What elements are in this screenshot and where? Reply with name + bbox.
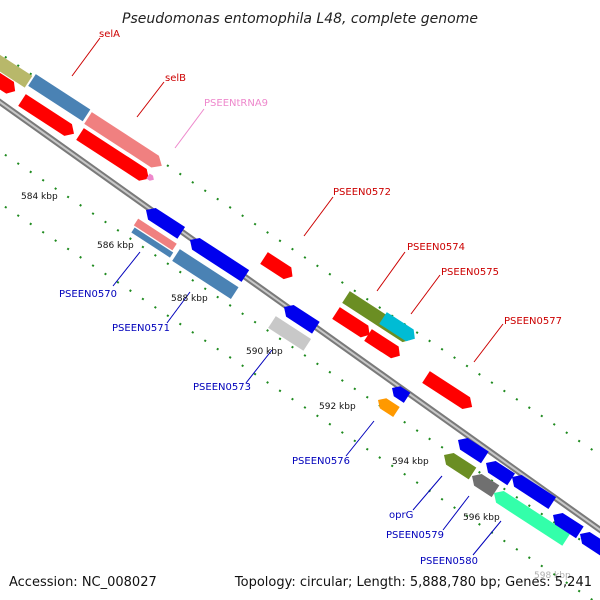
leader-PSEEN0571 — [166, 291, 191, 324]
tick-label-588: 588 kbp — [171, 294, 208, 304]
leader-PSEEN0570 — [112, 251, 141, 287]
tick-label-592: 592 kbp — [319, 402, 356, 412]
gene-blue-a[interactable] — [142, 204, 186, 239]
gene-blue-h[interactable] — [549, 509, 584, 539]
gene-PSEEN0575[interactable] — [379, 312, 418, 344]
leader-PSEEN0575 — [410, 274, 441, 315]
gene-PSEEN0577[interactable] — [422, 371, 476, 413]
leader-trna9 — [174, 108, 205, 149]
gene-blue-d[interactable] — [389, 383, 411, 403]
gene-red-c[interactable] — [332, 307, 373, 341]
leader-PSEEN0576 — [345, 420, 375, 457]
gene-oprG[interactable] — [440, 449, 477, 480]
gene-blue-i[interactable] — [576, 528, 600, 557]
map-body: 584 kbp 586 kbp 588 kbp 590 kbp 592 kbp … — [0, 29, 600, 600]
gene-PSEEN0571[interactable] — [172, 249, 239, 299]
label-trna9[interactable]: PSEENtRNA9 — [204, 98, 268, 109]
gene-PSEEN0576[interactable] — [375, 395, 400, 418]
gene-blue-e[interactable] — [454, 434, 489, 464]
tick-label-596: 596 kbp — [463, 513, 500, 523]
gene-blue-f[interactable] — [482, 457, 515, 486]
gene-blue-c[interactable] — [280, 301, 320, 334]
label-selA[interactable]: selA — [99, 29, 120, 40]
tick-track-lower — [0, 202, 595, 600]
label-PSEEN0570[interactable]: PSEEN0570 — [59, 289, 117, 300]
label-PSEEN0576[interactable]: PSEEN0576 — [292, 456, 350, 467]
label-PSEEN0579[interactable]: PSEEN0579 — [386, 530, 444, 541]
gene-blue-g[interactable] — [508, 471, 557, 510]
tick-label-598: 598 kbp — [534, 571, 571, 581]
tick-label-584: 584 kbp — [21, 192, 58, 202]
accession-text: Accession: NC_008027 — [9, 575, 157, 590]
outer-tick-track-upper — [0, 52, 600, 456]
label-PSEEN0571[interactable]: PSEEN0571 — [112, 323, 170, 334]
label-PSEEN0580[interactable]: PSEEN0580 — [420, 556, 478, 567]
tick-label-590: 590 kbp — [246, 347, 283, 357]
gene-red-b[interactable] — [76, 128, 152, 184]
leader-PSEEN0579 — [442, 495, 470, 531]
label-PSEEN0572[interactable]: PSEEN0572 — [333, 187, 391, 198]
leader-PSEEN0577 — [473, 323, 504, 363]
label-PSEEN0575[interactable]: PSEEN0575 — [441, 267, 499, 278]
label-PSEEN0573[interactable]: PSEEN0573 — [193, 382, 251, 393]
leader-selB — [136, 81, 165, 118]
gene-red-left[interactable] — [0, 72, 19, 97]
gene-PSEEN0579[interactable] — [468, 470, 500, 498]
gene-PSEEN0573[interactable] — [268, 316, 312, 351]
tick-label-586: 586 kbp — [97, 241, 134, 251]
leader-PSEEN0573 — [245, 349, 273, 384]
gene-PSEEN0570-b[interactable] — [131, 227, 174, 258]
gene-PSEEN0572[interactable] — [260, 252, 296, 282]
label-PSEEN0577[interactable]: PSEEN0577 — [504, 316, 562, 327]
label-selB[interactable]: selB — [165, 73, 186, 84]
tick-label-594: 594 kbp — [392, 457, 429, 467]
topology-text: Topology: circular; Length: 5,888,780 bp… — [234, 575, 592, 590]
gene-block-khaki[interactable] — [0, 54, 33, 88]
gene-PSEEN0580[interactable] — [490, 487, 570, 546]
leader-PSEEN0580 — [472, 520, 502, 556]
leader-PSEEN0572 — [303, 196, 334, 237]
label-oprG[interactable]: oprG — [389, 510, 413, 521]
label-PSEEN0574[interactable]: PSEEN0574 — [407, 242, 465, 253]
gene-selB[interactable] — [84, 112, 165, 172]
gene-selA[interactable] — [28, 74, 91, 122]
leader-oprG — [412, 475, 443, 511]
gene-red-d[interactable] — [364, 329, 403, 361]
map-title: Pseudomonas entomophila L48, complete ge… — [122, 11, 478, 27]
gene-red-a[interactable] — [18, 94, 78, 140]
leader-PSEEN0574 — [376, 251, 406, 292]
gene-trna9[interactable] — [146, 173, 155, 182]
gene-blue-b[interactable] — [186, 234, 250, 282]
gene-PSEEN0570[interactable] — [133, 218, 177, 251]
leader-selA — [71, 37, 101, 77]
